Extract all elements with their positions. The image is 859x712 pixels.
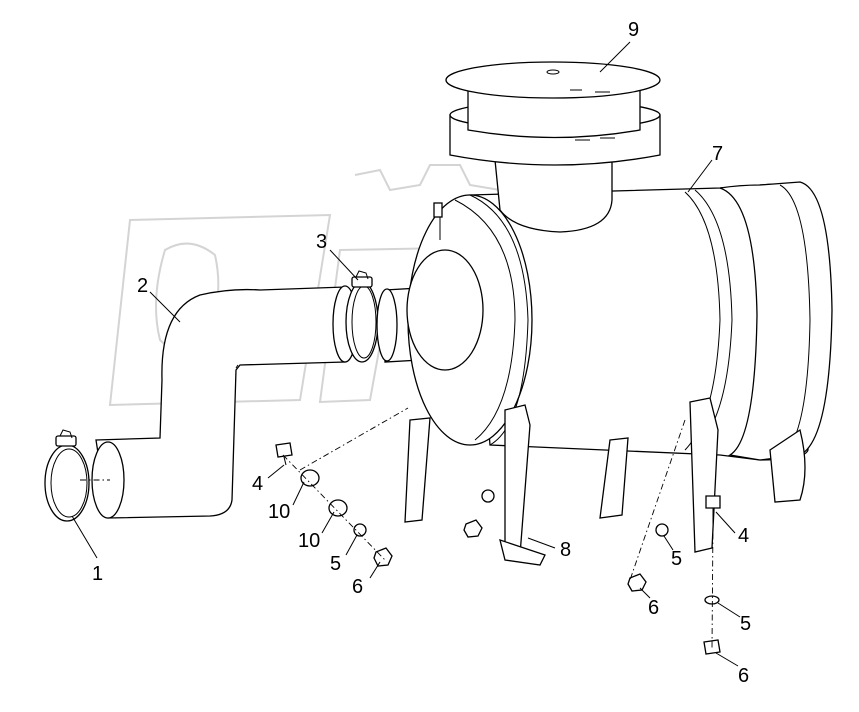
callout-6-middle: 6 [648,597,659,619]
callout-9: 9 [628,19,639,41]
filter-housing-part-7 [406,181,833,461]
hose-clamp-part-1 [44,429,90,522]
callout-5-left: 5 [330,553,341,575]
callout-4-left: 4 [252,473,263,495]
fastener-group-left [275,442,721,655]
callout-2: 2 [137,275,148,297]
callout-10-upper: 10 [268,501,290,523]
outlet-tube [376,287,421,363]
leader-lines [71,41,741,667]
callout-8: 8 [560,539,571,561]
callout-10-lower: 10 [298,530,320,552]
mounting-brackets-part-8 [404,397,806,566]
callout-1: 1 [92,563,103,585]
callout-5-middle: 5 [671,548,682,570]
callout-labels: 1 2 3 4 10 10 5 6 9 7 8 4 5 6 5 6 [92,19,751,687]
callout-6-left: 6 [352,576,363,598]
rain-cap-part-9 [445,61,661,233]
callout-7: 7 [712,143,723,165]
alignment-lines [80,407,714,649]
callout-3: 3 [316,231,327,253]
callout-5-right: 5 [740,613,751,635]
callout-6-right: 6 [738,665,749,687]
callout-4-right: 4 [738,525,749,547]
hose-clamp-part-3 [345,270,379,363]
